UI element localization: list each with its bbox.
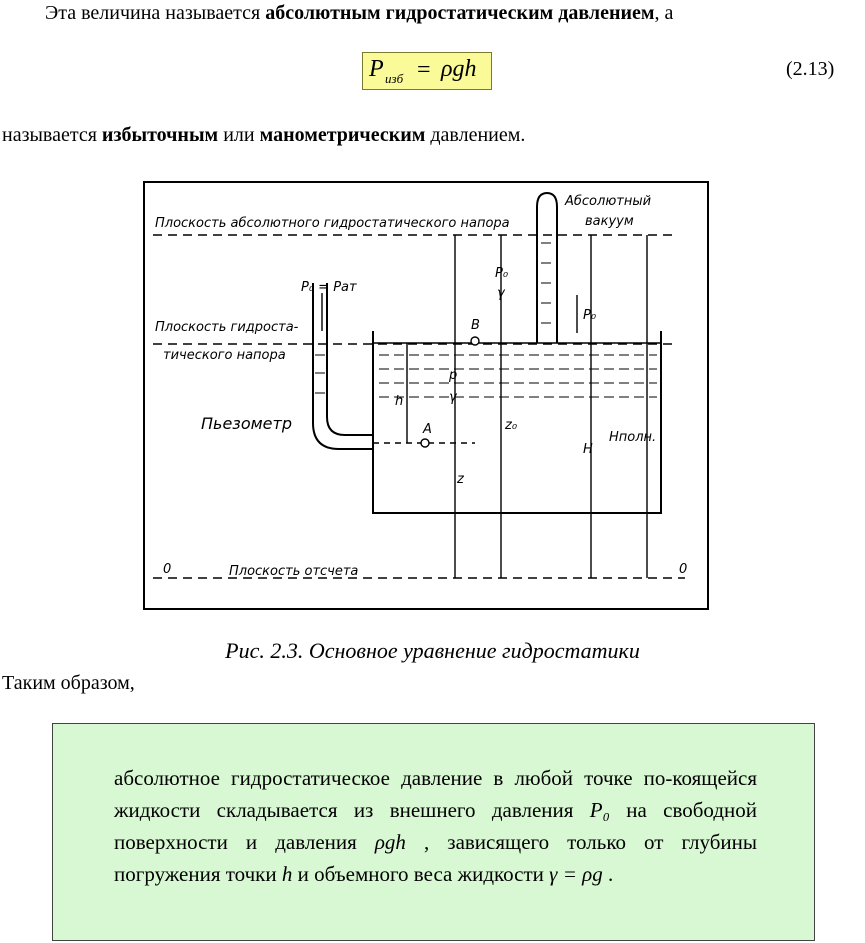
label-top-plane: Плоскость абсолютного гидростатического … bbox=[155, 216, 510, 231]
label-p0-gamma-num: P₀ bbox=[495, 266, 509, 281]
box-p0: P₀ bbox=[589, 798, 610, 822]
intro-bold-term: абсолютным гидростатическим давлением bbox=[265, 2, 655, 24]
box-text-3: , зависящего только от глубины погружени… bbox=[114, 830, 757, 886]
box-text-4: и объемного веса жидкости bbox=[292, 862, 550, 886]
hydrostatics-figure: Плоскость абсолютного гидростатического … bbox=[143, 181, 709, 610]
label-vacuum-1: Абсолютный bbox=[564, 194, 651, 209]
box-rgh: ρgh bbox=[374, 830, 406, 854]
vacuum-tube bbox=[536, 191, 558, 343]
label-p0-patm: P₀ = Pат bbox=[301, 280, 357, 295]
piezometer-inner bbox=[326, 283, 373, 436]
label-Hfull: Hполн. bbox=[609, 430, 656, 445]
def-term-excess: избыточным bbox=[101, 124, 219, 146]
formula-rhs: ρgh bbox=[441, 56, 477, 82]
label-p-num: p bbox=[448, 368, 457, 383]
liquid-hatching bbox=[315, 242, 657, 398]
label-p0-gamma-den: γ bbox=[497, 286, 506, 301]
box-text-2: на свободной поверхности и давления bbox=[114, 798, 757, 854]
label-point-b: B bbox=[471, 318, 480, 333]
point-a-marker bbox=[420, 438, 430, 448]
label-zero-right: 0 bbox=[679, 562, 687, 577]
figure-caption: Рис. 2.3. Основное уравнение гидростатик… bbox=[225, 638, 640, 663]
definition-line: называется избыточным или манометрически… bbox=[2, 124, 525, 147]
def-text-a: называется bbox=[2, 124, 102, 146]
label-p-den: γ bbox=[449, 390, 458, 405]
box-h: h bbox=[281, 862, 293, 886]
formula-box: P изб = ρgh bbox=[362, 52, 492, 90]
box-text-1: абсолютное гидростатическое давление в л… bbox=[114, 766, 757, 822]
formula-p: P bbox=[369, 56, 384, 82]
thus-line: Таким образом, bbox=[2, 672, 135, 694]
def-text-d: давлением. bbox=[425, 124, 526, 146]
def-term-gauge: манометрическим bbox=[259, 124, 426, 146]
intro-text: Эта величина называется bbox=[45, 2, 266, 24]
label-ref-plane: Плоскость отсчета bbox=[229, 564, 358, 579]
label-piezo-plane-1: Плоскость гидроста- bbox=[155, 320, 299, 335]
label-h: h bbox=[395, 394, 403, 409]
label-piezo-plane-2: тического напора bbox=[163, 348, 286, 363]
conclusion-text: абсолютное гидростатическое давление в л… bbox=[114, 762, 757, 890]
piezometer-outer bbox=[312, 283, 373, 450]
equation-number: (2.13) bbox=[786, 58, 835, 80]
intro-line: Эта величина называется абсолютным гидро… bbox=[45, 2, 673, 25]
hydrostatics-diagram: Плоскость абсолютного гидростатического … bbox=[153, 191, 687, 579]
label-point-a: A bbox=[422, 422, 432, 437]
def-text-c: или bbox=[218, 124, 260, 146]
label-z: z bbox=[456, 472, 465, 487]
tank-outline bbox=[372, 331, 662, 514]
label-z0: z₀ bbox=[504, 418, 518, 433]
formula-subscript: изб bbox=[385, 71, 404, 86]
label-vacuum-2: вакуум bbox=[585, 214, 634, 229]
label-H: H bbox=[583, 442, 593, 457]
box-text-5: . bbox=[602, 862, 614, 886]
conclusion-box: абсолютное гидростатическое давление в л… bbox=[52, 723, 815, 941]
box-gamma: γ = ρg bbox=[549, 862, 603, 886]
point-b-marker bbox=[470, 336, 480, 346]
label-piezometer: Пьезометр bbox=[201, 414, 292, 433]
intro-tail: , а bbox=[654, 2, 674, 24]
label-p0-right: P₀ bbox=[583, 308, 597, 323]
label-zero-left: 0 bbox=[163, 562, 171, 577]
formula-equals: = bbox=[417, 57, 431, 83]
